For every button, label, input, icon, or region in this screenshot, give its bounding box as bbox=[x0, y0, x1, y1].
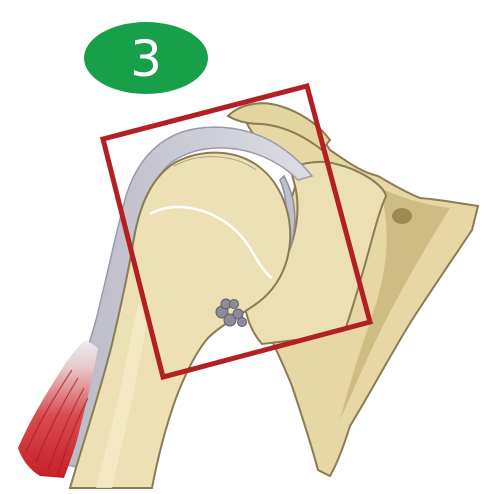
step-badge: 3 bbox=[84, 22, 208, 94]
step-number: 3 bbox=[130, 30, 162, 88]
scapula-notch bbox=[392, 208, 412, 224]
